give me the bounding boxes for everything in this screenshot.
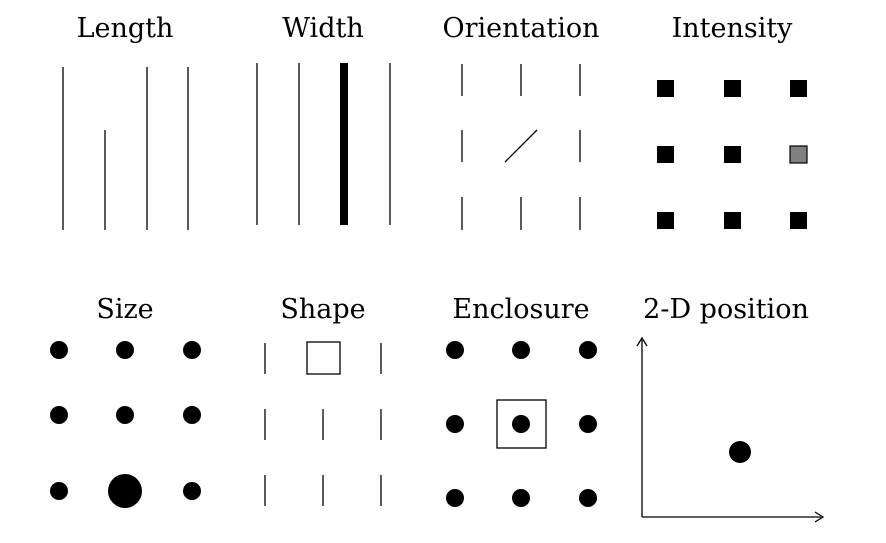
size-dot bbox=[116, 406, 134, 424]
intensity-square bbox=[724, 212, 741, 229]
title-length: Length bbox=[77, 13, 174, 44]
enclosure-box bbox=[496, 399, 547, 449]
panel-size bbox=[50, 341, 201, 508]
title-shape: Shape bbox=[280, 294, 365, 325]
intensity-square-gray bbox=[789, 145, 808, 164]
size-dot bbox=[183, 406, 201, 424]
panel-width bbox=[256, 63, 391, 225]
intensity-square bbox=[724, 80, 741, 97]
size-dot-large bbox=[108, 474, 142, 508]
enclosure-dot bbox=[579, 489, 597, 507]
title-size: Size bbox=[96, 294, 153, 325]
size-dot bbox=[183, 482, 201, 500]
enclosure-dot bbox=[446, 341, 464, 359]
intensity-square bbox=[657, 146, 674, 163]
size-dot bbox=[183, 341, 201, 359]
intensity-square bbox=[724, 146, 741, 163]
intensity-square bbox=[790, 212, 807, 229]
size-dot bbox=[50, 341, 68, 359]
enclosure-dot bbox=[446, 415, 464, 433]
intensity-square bbox=[657, 80, 674, 97]
position-dot bbox=[729, 441, 751, 463]
shape-square bbox=[306, 341, 341, 375]
panel-intensity bbox=[657, 80, 808, 229]
orientation-mark-tilted bbox=[504, 129, 538, 163]
intensity-square bbox=[790, 80, 807, 97]
size-dot bbox=[50, 482, 68, 500]
enclosure-dot bbox=[579, 415, 597, 433]
x-axis-arrowhead bbox=[814, 511, 825, 523]
title-enclosure: Enclosure bbox=[452, 294, 589, 325]
panel-shape bbox=[264, 341, 382, 506]
panel-2d-position bbox=[636, 336, 825, 523]
enclosure-dot bbox=[512, 415, 530, 433]
panel-orientation bbox=[461, 64, 581, 230]
enclosure-dot bbox=[512, 341, 530, 359]
enclosure-dot bbox=[512, 489, 530, 507]
title-width: Width bbox=[282, 13, 363, 44]
size-dot bbox=[116, 341, 134, 359]
width-line-thick bbox=[340, 63, 348, 225]
y-axis-arrowhead bbox=[636, 336, 648, 347]
panel-length bbox=[62, 67, 189, 230]
enclosure-dot bbox=[446, 489, 464, 507]
intensity-square bbox=[657, 212, 674, 229]
title-2d-position: 2-D position bbox=[643, 294, 809, 325]
enclosure-dot bbox=[579, 341, 597, 359]
title-intensity: Intensity bbox=[672, 13, 794, 44]
title-orientation: Orientation bbox=[442, 13, 599, 44]
size-dot bbox=[50, 406, 68, 424]
panel-enclosure bbox=[446, 341, 597, 507]
